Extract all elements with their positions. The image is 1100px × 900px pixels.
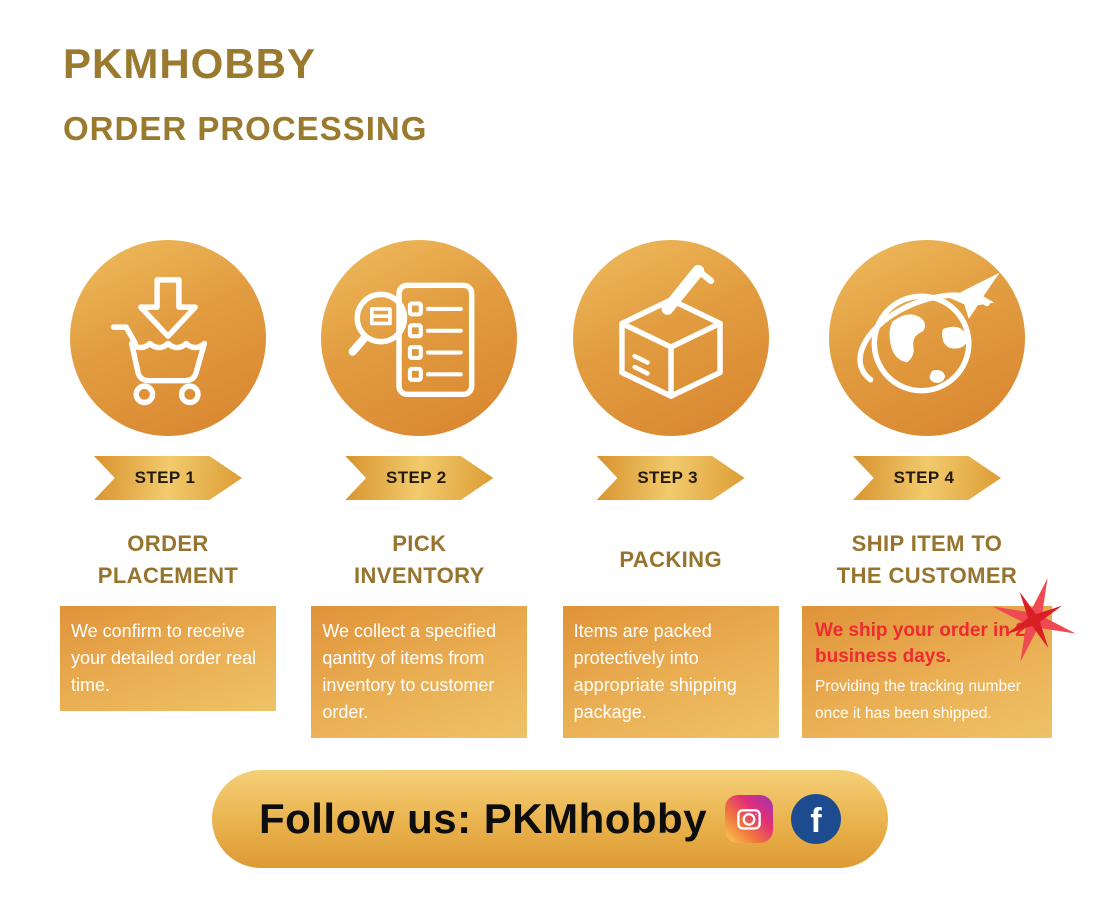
- pick-inventory-checklist-icon: [348, 282, 475, 398]
- step-column-2: STEP 2 PICK INVENTORY We collect a speci…: [299, 240, 539, 738]
- step2-description: We collect a specified qantity of items …: [311, 606, 528, 738]
- step-column-4: STEP 4 SHIP ITEM TO THE CUSTOMER We ship…: [801, 240, 1076, 739]
- step-column-1: STEP 1 ORDER PLACEMENT We confirm to rec…: [48, 240, 288, 738]
- page-title: ORDER PROCESSING: [63, 110, 428, 147]
- step-column-3: STEP 3 PACKING Items are packed protecti…: [551, 240, 791, 738]
- step2-badge: STEP 2: [345, 456, 494, 500]
- step1-circle: [70, 240, 266, 436]
- instagram-icon[interactable]: [725, 795, 774, 843]
- step4-title: SHIP ITEM TO THE CUSTOMER: [836, 531, 1018, 588]
- step4-circle: [828, 240, 1025, 436]
- step1-badge: STEP 1: [94, 456, 242, 500]
- facebook-f-glyph: f: [810, 801, 822, 840]
- step2-title: PICK INVENTORY: [353, 531, 485, 588]
- packing-box-icon: [618, 264, 723, 399]
- follow-us-text: Follow us: PKMhobby: [258, 795, 708, 842]
- cart-download-icon: [110, 277, 208, 406]
- step4-description-rest: Providing the tracking number once it ha…: [814, 678, 1021, 723]
- facebook-icon[interactable]: f: [791, 794, 842, 844]
- step3-description: Items are packed protectively into appro…: [562, 606, 779, 738]
- step4-description: We ship your order in 2 business days. P…: [801, 578, 1076, 739]
- step3-title: PACKING: [619, 547, 722, 573]
- step4-description-highlight: We ship your order in 2 business days.: [814, 620, 1026, 667]
- step2-circle: [321, 240, 518, 436]
- globe-airplane-icon: [857, 272, 1000, 394]
- brand-title: PKMHOBBY: [63, 40, 317, 87]
- step3-circle: [572, 240, 769, 436]
- steps-row: STEP 1 ORDER PLACEMENT We confirm to rec…: [48, 240, 1076, 739]
- step1-description: We confirm to receive your detailed orde…: [60, 606, 276, 711]
- step4-badge: STEP 4: [852, 456, 1001, 500]
- instagram-camera-glyph: [737, 809, 761, 830]
- follow-us-banner: Follow us: PKMhobby f: [212, 770, 888, 868]
- header: PKMHOBBY ORDER PROCESSING: [63, 40, 427, 148]
- step3-badge: STEP 3: [596, 456, 745, 500]
- step1-title: ORDER PLACEMENT: [97, 531, 239, 588]
